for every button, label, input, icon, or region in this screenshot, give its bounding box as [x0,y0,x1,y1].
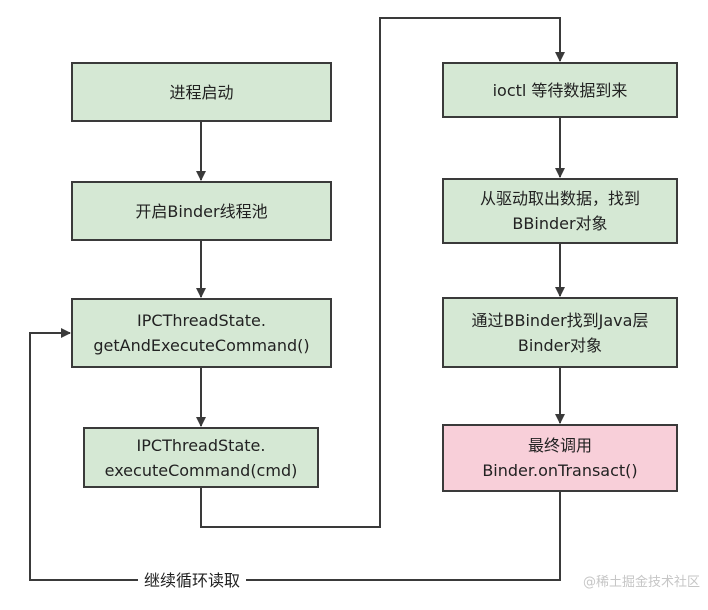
node-find-bbinder: 从驱动取出数据，找到 BBinder对象 [442,178,678,244]
node-text: 通过BBinder找到Java层 Binder对象 [472,308,649,358]
node-text: 开启Binder线程池 [135,199,267,224]
arrow-execute-to-ioctl [200,17,565,528]
node-text: IPCThreadState. executeCommand(cmd) [105,433,298,483]
node-on-transact: 最终调用 Binder.onTransact() [442,424,678,492]
node-line: 开启Binder线程池 [135,201,268,221]
node-text: 从驱动取出数据，找到 BBinder对象 [480,186,640,236]
node-line: executeCommand(cmd) [104,460,298,480]
node-line: IPCThreadState. [137,311,266,330]
node-execute-command: IPCThreadState. executeCommand(cmd) [83,427,319,488]
arrow-loop-back [29,328,561,581]
node-line: Binder.onTransact() [482,461,638,480]
node-line: 通过BBinder找到Java层 [471,310,649,330]
node-text: IPCThreadState. getAndExecuteCommand() [93,308,309,358]
node-text: 最终调用 Binder.onTransact() [482,433,637,483]
node-text: 进程启动 [169,80,233,105]
node-line: ioctl 等待数据到来 [492,80,628,100]
node-line: BBinder对象 [512,214,608,233]
loop-edge-label: 继续循环读取 [138,570,247,592]
node-start-process: 进程启动 [71,62,332,122]
node-open-thread-pool: 开启Binder线程池 [71,181,332,241]
node-get-and-execute-command: IPCThreadState. getAndExecuteCommand() [71,298,332,368]
node-line: Binder对象 [517,335,603,355]
node-line: 从驱动取出数据，找到 [479,189,640,208]
node-find-java-binder: 通过BBinder找到Java层 Binder对象 [442,297,678,368]
watermark: @稀土掘金技术社区 [582,575,700,590]
node-line: 进程启动 [169,82,234,102]
node-line: 最终调用 [527,436,592,455]
node-text: ioctl 等待数据到来 [493,78,628,103]
node-line: IPCThreadState. [136,435,266,455]
node-ioctl-wait: ioctl 等待数据到来 [442,62,678,118]
node-line: getAndExecuteCommand() [93,336,310,355]
